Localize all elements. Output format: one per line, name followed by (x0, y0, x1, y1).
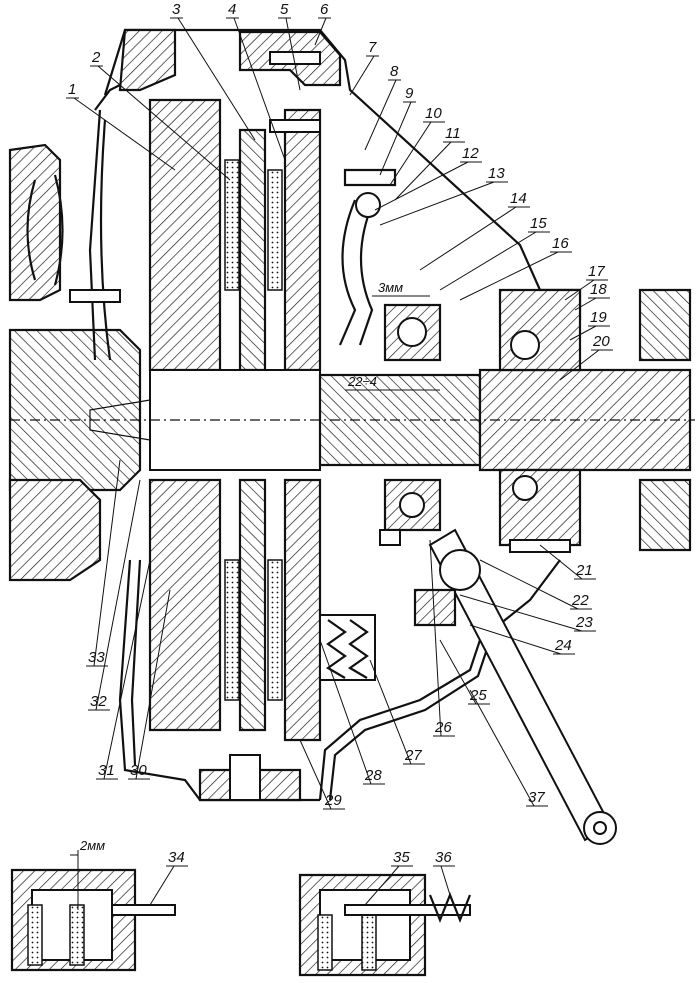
leader-line-23 (459, 594, 583, 632)
callout-2: 2 (91, 49, 101, 66)
pressure-plates (224, 108, 322, 742)
leader-line-19 (569, 325, 597, 341)
leader-line-31 (103, 559, 151, 780)
callout-27: 27 (404, 747, 422, 764)
callout-22: 22 (571, 592, 589, 609)
callout-4: 4 (228, 1, 236, 18)
leader-line-20 (559, 349, 600, 381)
callout-23: 23 (575, 614, 593, 631)
leader-line-24 (469, 624, 562, 655)
callout-11: 11 (445, 125, 461, 142)
callout-8: 8 (390, 63, 399, 80)
leader-line-2 (97, 65, 231, 181)
callout-35: 35 (393, 849, 410, 866)
leader-line-15 (439, 231, 537, 291)
callout-26: 26 (434, 719, 452, 736)
callout-15: 15 (530, 215, 547, 232)
dim-3mm: 3мм (378, 280, 403, 295)
pressure-spring (319, 614, 376, 681)
leader-line-11 (394, 141, 452, 201)
detail-view-35-36 (298, 873, 472, 977)
leader-line-1 (73, 97, 176, 171)
leader-line-18 (574, 297, 597, 311)
bolts (69, 51, 571, 801)
callout-24: 24 (554, 637, 572, 654)
leader-line-35 (364, 865, 400, 906)
dimension-labels: 3мм 22÷4 2мм (79, 280, 440, 853)
leader-line-28 (319, 639, 372, 785)
leader-line-10 (389, 121, 432, 186)
leader-line-8 (364, 79, 397, 151)
callout-37: 37 (528, 789, 545, 806)
callout-19: 19 (590, 309, 607, 326)
callout-32: 32 (90, 693, 107, 710)
dim-2mm: 2мм (79, 838, 105, 853)
callout-9: 9 (405, 85, 414, 102)
callout-33: 33 (88, 649, 105, 666)
leader-line-9 (379, 101, 412, 176)
leader-line-3 (177, 17, 256, 141)
crankshaft-flange (8, 143, 142, 582)
leader-line-37 (469, 689, 535, 807)
callout-1: 1 (68, 81, 76, 98)
flywheel (148, 98, 222, 732)
leader-line-12 (374, 161, 469, 211)
leader-line-30 (135, 589, 171, 780)
callout-5: 5 (280, 1, 289, 18)
callout-34: 34 (168, 849, 185, 866)
leader-line-34 (149, 865, 175, 906)
leader-line-17 (564, 279, 595, 301)
rear-bearing-housing (498, 288, 692, 552)
callout-21: 21 (575, 562, 593, 579)
callout-10: 10 (425, 105, 442, 122)
callout-20: 20 (592, 333, 610, 350)
leader-line-4 (233, 17, 286, 161)
leader-line-29 (299, 739, 332, 810)
release-lever (413, 528, 617, 845)
leader-line-26 (429, 539, 442, 737)
callout-28: 28 (364, 767, 382, 784)
leader-line-13 (379, 181, 495, 226)
input-shaft (10, 368, 695, 472)
leader-line-32 (95, 479, 141, 711)
callout-14: 14 (510, 190, 527, 207)
leader-line-14 (419, 206, 517, 271)
callout-12: 12 (462, 145, 479, 162)
leader-line-7 (349, 55, 375, 96)
callout-16: 16 (552, 235, 569, 252)
callout-3: 3 (172, 1, 181, 18)
leader-line-27 (369, 659, 412, 765)
callout-18: 18 (590, 281, 607, 298)
leader-line-22 (479, 559, 579, 610)
leader-line-6 (314, 17, 327, 46)
callout-31: 31 (98, 762, 115, 779)
callout-36: 36 (435, 849, 452, 866)
callout-25: 25 (469, 687, 487, 704)
detail-view-34 (10, 850, 176, 972)
callout-29: 29 (324, 792, 342, 809)
leader-line-33 (93, 459, 121, 667)
release-mechanism (338, 168, 442, 532)
dim-22-4: 22÷4 (347, 374, 377, 389)
callout-7: 7 (368, 39, 377, 56)
leader-line-5 (285, 17, 301, 91)
callout-30: 30 (130, 762, 147, 779)
callout-17: 17 (588, 263, 605, 280)
leader-line-21 (539, 544, 583, 580)
leader-line-36 (440, 865, 451, 896)
callout-13: 13 (488, 165, 505, 182)
leader-line-25 (439, 639, 477, 705)
callout-6: 6 (320, 1, 329, 18)
leader-line-16 (459, 251, 559, 301)
